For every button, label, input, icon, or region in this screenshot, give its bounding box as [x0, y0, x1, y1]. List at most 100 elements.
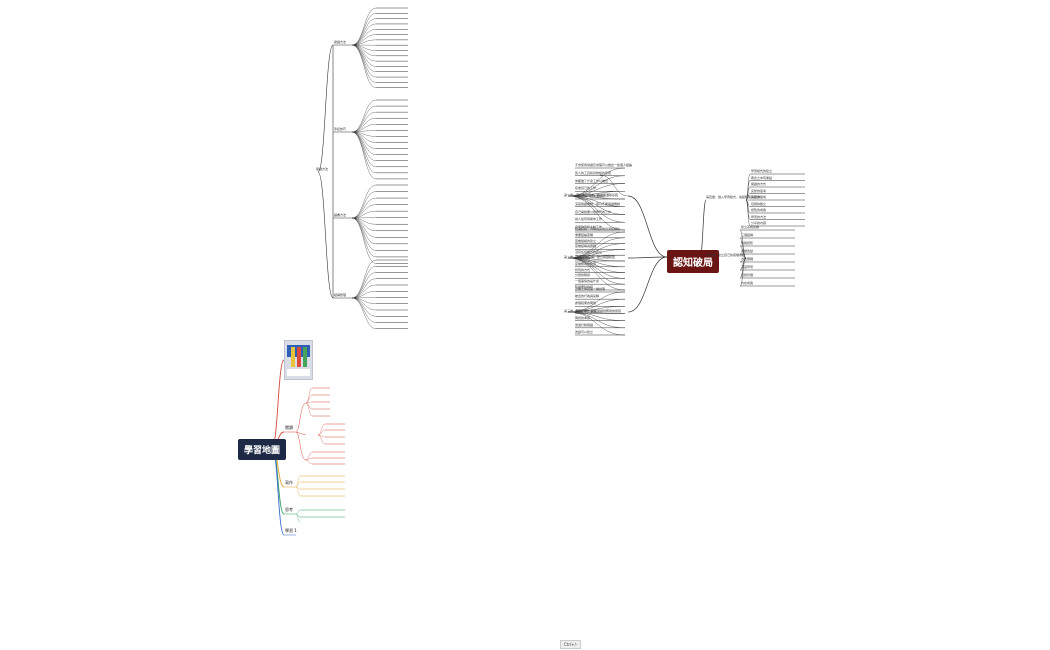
branch-curve	[351, 297, 377, 329]
branch-curve	[567, 183, 626, 197]
right-leaf-node[interactable]: 認知的成長	[751, 208, 767, 212]
branch-curve	[351, 118, 377, 133]
right-leaf-node[interactable]: 方法實踐	[741, 257, 754, 261]
left-branch-label[interactable]: 學習 1	[285, 528, 297, 533]
right-leaf-node[interactable]: 你都做了什麼工作以推出	[575, 178, 609, 183]
tree-sub-node[interactable]: 閱讀方法	[334, 40, 347, 44]
branch-curve	[271, 446, 285, 536]
branch-curve	[317, 423, 326, 436]
right-leaf-node[interactable]: 整體認知	[741, 241, 754, 245]
branch-curve	[305, 459, 313, 465]
branch-curve	[351, 297, 377, 323]
right-leaf-node[interactable]: 找到的方式	[575, 267, 591, 272]
right-branch-label[interactable]: 第四章：融入學習模式，總結框架與思考	[706, 195, 761, 199]
right-leaf-node[interactable]: 深度閱讀機制，用以不能閱讀機制	[575, 201, 621, 206]
branch-curve	[739, 245, 747, 259]
right-branch-label[interactable]: 第三章：實踐行動，完成閱讀到應用的閉環	[564, 309, 622, 313]
right-leaf-node[interactable]: 思維應用的檢查	[575, 261, 597, 266]
tree-sub-node[interactable]: 結構整理	[334, 293, 347, 297]
right-leaf-node[interactable]: 被出的行為與某種	[575, 294, 600, 299]
branch-curve	[627, 195, 668, 258]
right-leaf-node[interactable]: 處理結果的問題	[575, 301, 597, 306]
right-leaf-node[interactable]: 自己開始要以很專門為工作	[575, 209, 612, 214]
right-leaf-node[interactable]: 正確之中就是一種說明	[575, 287, 606, 291]
right-root-node[interactable]: 認知破局	[667, 250, 719, 273]
branch-curve	[351, 44, 377, 78]
right-leaf-node[interactable]: 分別獲得一些重要成就	[575, 194, 606, 198]
branch-curve	[295, 509, 301, 515]
right-leaf-node[interactable]: 思維結構與實踐	[575, 244, 597, 249]
right-leaf-node[interactable]: 目標的確立	[751, 201, 767, 206]
branch-curve	[351, 34, 377, 46]
branch-curve	[351, 217, 377, 251]
right-leaf-node[interactable]: 知識要點總結	[575, 285, 594, 289]
branch-curve	[305, 451, 313, 461]
sub-curve	[295, 431, 307, 436]
right-leaf-node[interactable]: 內在成長	[741, 281, 754, 285]
right-leaf-node[interactable]: 完整的思考	[751, 188, 767, 193]
right-leaf-node[interactable]: 知識結構：同時與其他資源結構化	[575, 227, 621, 231]
branch-curve	[351, 217, 377, 264]
right-leaf-node[interactable]: 學習模式的建立	[751, 169, 773, 173]
branch-curve	[317, 44, 334, 173]
right-leaf-node[interactable]: 看到不要的事情	[575, 308, 597, 313]
right-leaf-node[interactable]: 重要結論思維	[575, 232, 594, 237]
tree-sub-node[interactable]: 筆記技巧	[334, 127, 347, 131]
branch-curve	[745, 199, 751, 227]
right-leaf-node[interactable]: 系統的組成	[751, 195, 767, 199]
right-leaf-node[interactable]: 分辨的時候	[575, 273, 591, 278]
branch-curve	[567, 311, 626, 336]
right-leaf-node[interactable]: 思維改變	[741, 249, 754, 253]
right-leaf-node[interactable]: 沒有任何能力的建立	[575, 250, 603, 255]
branch-curve	[351, 131, 377, 180]
branch-curve	[351, 297, 377, 311]
right-leaf-node[interactable]: 三個結構	[741, 233, 754, 237]
branch-curve	[351, 7, 377, 46]
right-leaf-node[interactable]: 自我管理	[741, 273, 754, 277]
right-leaf-node[interactable]: 實踐的建立	[575, 256, 591, 260]
right-leaf-node[interactable]: 深度學習	[741, 265, 754, 269]
sub-curve	[295, 513, 301, 523]
branch-curve	[351, 291, 377, 299]
right-leaf-node[interactable]: 透過行動閱讀	[575, 322, 594, 327]
branch-curve	[351, 23, 377, 46]
tree-sub-node[interactable]: 讀書方法	[334, 213, 347, 217]
right-leaf-node[interactable]: 改變可以建立	[575, 330, 594, 334]
right-leaf-node[interactable]: 概念之中有重點	[751, 175, 773, 180]
branch-curve	[627, 256, 668, 313]
branch-curve	[351, 18, 377, 46]
left-branch-label[interactable]: 思考	[285, 507, 293, 512]
right-leaf-node[interactable]: 身能夠持續主動工作	[575, 225, 603, 229]
right-leaf-node[interactable]: 一個事情的是什麼	[575, 279, 600, 284]
right-leaf-node[interactable]: 分享的內容	[751, 221, 767, 225]
left-branch-label[interactable]: 寫作	[285, 480, 293, 485]
branch-curve	[317, 429, 326, 436]
sub-curve	[295, 402, 307, 433]
book-cover-image	[284, 340, 313, 380]
branch-curve	[739, 257, 747, 287]
branch-curve	[351, 272, 377, 299]
zoom-indicator[interactable]: Ctrl+/-	[560, 640, 582, 649]
right-leaf-node[interactable]: 別人的工資和廢物給的原因	[575, 170, 612, 175]
right-leaf-node[interactable]: 不會使用常識及常理可以推出一些個人結論	[575, 163, 633, 167]
left-root-node[interactable]: 學習地圖	[238, 439, 287, 460]
branch-curve	[567, 291, 626, 313]
right-leaf-node[interactable]: 接收自己的工作	[575, 186, 597, 191]
right-branch-label[interactable]: 第一章：深入本質思考，過渡到遷移系統	[564, 193, 619, 197]
right-leaf-node[interactable]: 思維組織的建立	[575, 238, 597, 243]
right-leaf-node[interactable]: 建立系統思維	[741, 225, 760, 229]
branch-curve	[351, 284, 377, 299]
branch-curve	[351, 131, 377, 155]
left-branch-label[interactable]: 閱讀	[285, 425, 293, 430]
right-leaf-node[interactable]: 閱讀的方式	[751, 182, 767, 186]
branch-curve	[599, 174, 629, 197]
right-leaf-node[interactable]: 學習的方法	[751, 214, 767, 219]
branch-curve	[351, 210, 377, 219]
branch-curve	[271, 359, 285, 448]
branch-curve	[351, 99, 377, 133]
top-tree-root[interactable]: 閱讀方法	[316, 167, 329, 171]
right-leaf-node[interactable]: 請人如何幫助你工作	[575, 217, 603, 222]
right-leaf-node[interactable]: 問題的本身	[575, 315, 591, 320]
right-branch-label[interactable]: 第二章：改善思維結構，建立閱讀模型	[564, 255, 616, 259]
right-branch-label[interactable]: 第五章：建立自己的思維系統	[706, 253, 746, 257]
